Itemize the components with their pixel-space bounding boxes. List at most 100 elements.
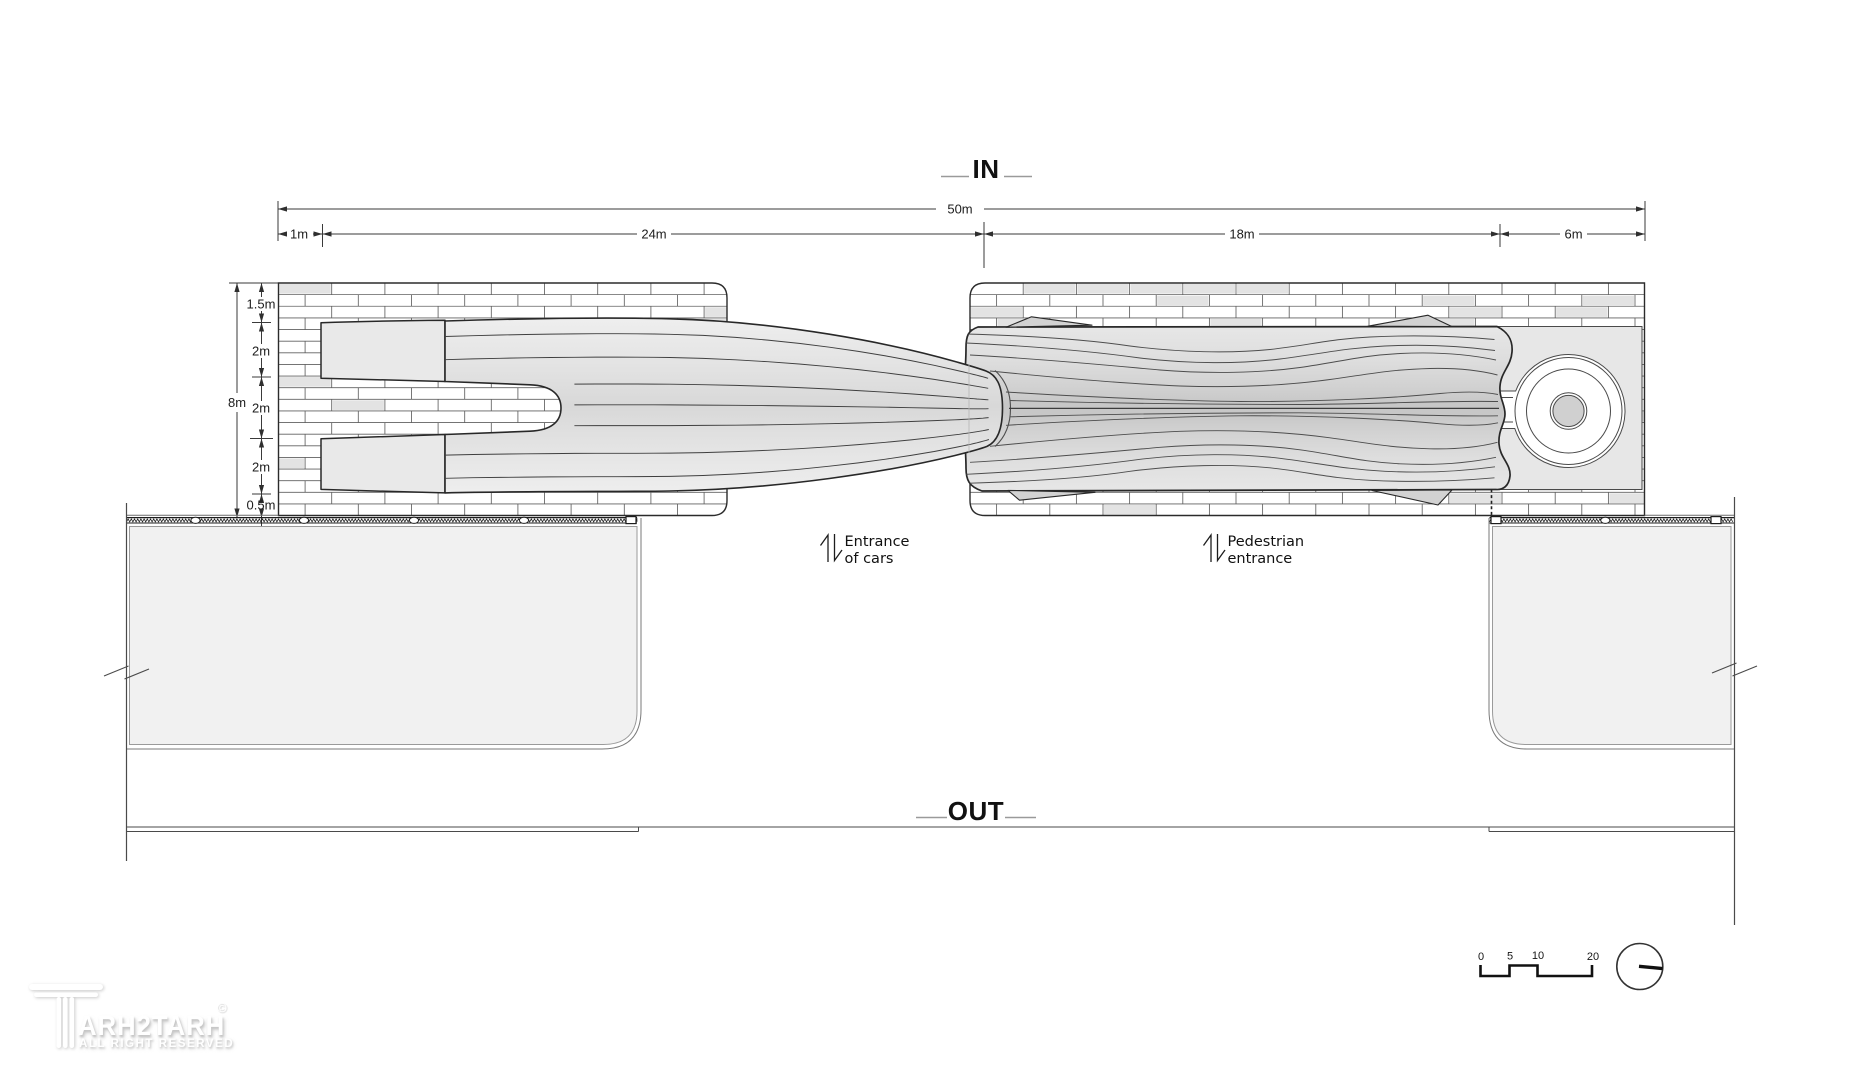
- canopy-corner-flaps: [1005, 314, 1453, 506]
- grain-line: [965, 464, 1495, 484]
- gray-brick: [1157, 295, 1209, 306]
- pedestrian-entrance-annotation: Pedestrian entrance: [1202, 532, 1305, 567]
- fence-serration: [1489, 518, 1734, 523]
- logo-shaft-bar: [63, 997, 68, 1048]
- scale-tick-5: 5: [1507, 951, 1513, 963]
- road-lines: [125, 497, 1736, 925]
- in-label: IN: [973, 154, 1000, 184]
- scale-tick-10: 10: [1532, 950, 1544, 962]
- gray-brick: [226, 284, 277, 294]
- gray-brick: [918, 307, 969, 317]
- right-parcel-outer-wall: [1488, 518, 1735, 750]
- fence-serration: [126, 517, 638, 523]
- scale-tick-0: 0: [1478, 951, 1484, 963]
- gray-brick: [971, 307, 1023, 317]
- right-parcel: [1488, 518, 1735, 750]
- grain-line: [969, 352, 1497, 373]
- tapered-canopy: [320, 317, 1004, 494]
- gray-brick: [1423, 295, 1475, 306]
- blade-plank-line: [444, 429, 989, 456]
- gray-brick: [1636, 411, 1645, 422]
- right-inner-panel: [1495, 326, 1643, 491]
- break-symbol-left: [103, 665, 150, 680]
- fence-gate-marker: [625, 515, 637, 525]
- blade-plank-line: [444, 356, 989, 389]
- right-parcel-area: [1492, 526, 1732, 745]
- logo-shaft-bar: [69, 997, 75, 1048]
- flap-bottom-right: [1371, 489, 1453, 506]
- blade-plank-line: [574, 383, 989, 401]
- organic-canopy: [962, 314, 1513, 506]
- dim-label-1m: 1m: [290, 227, 308, 242]
- gray-brick: [1130, 284, 1182, 294]
- grain-line: [965, 454, 1496, 475]
- fence-post-marker: [518, 516, 530, 524]
- blade-plank-lines: [444, 333, 990, 479]
- grain-line: [1005, 391, 1499, 403]
- column-logo-icon: [29, 984, 103, 1048]
- dim-label-24m: 24m: [641, 227, 666, 242]
- dimension-arrowheads: [278, 206, 1645, 237]
- gray-brick: [1024, 284, 1076, 294]
- dim-label-2m-a: 2m: [252, 344, 270, 359]
- dim-label-1-5m: 1.5m: [247, 297, 276, 312]
- car-entrance-annotation: Entrance of cars: [819, 532, 910, 567]
- pedestrian-entrance-label-line2: entrance: [1228, 551, 1293, 567]
- right-block-outline: [969, 282, 1646, 517]
- dim-label-8m: 8m: [228, 395, 246, 410]
- grain-line: [1009, 412, 1499, 418]
- break-symbol-right: [1711, 662, 1758, 677]
- left-parcel-outer-wall: [126, 518, 642, 750]
- gray-brick: [1210, 318, 1262, 329]
- grain-line: [965, 333, 1495, 353]
- two-way-arrow-icon: [1202, 532, 1226, 563]
- left-fence: [126, 515, 638, 525]
- car-entrance-label-line2: of cars: [845, 551, 894, 567]
- fence-post-marker: [298, 516, 310, 524]
- dim-label-0-5m: 0.5m: [247, 498, 276, 513]
- line-break-symbols: [103, 662, 1758, 680]
- flap-bottom-left: [1007, 489, 1096, 501]
- blade-plank-line: [574, 404, 989, 410]
- car-entrance-label-line1: Entrance: [845, 534, 910, 550]
- gate-flow-labels: IN OUT: [916, 154, 1036, 826]
- gray-brick: [1582, 295, 1634, 306]
- grain-line: [969, 444, 1497, 465]
- gray-brick: [279, 377, 331, 387]
- blade-plank-line: [574, 417, 989, 427]
- gray-brick: [705, 307, 727, 317]
- grain-line: [1005, 415, 1499, 426]
- circle-ring-middle: [1526, 368, 1611, 454]
- grain-line: [989, 430, 1498, 450]
- lower-prong: [320, 433, 446, 494]
- blade-plank-line: [444, 439, 990, 479]
- pedestrian-entrance-label-line1: Pedestrian: [1228, 534, 1305, 550]
- watermark: ARH2TARH © ALL RIGHT RESERVED: [28, 982, 288, 1062]
- circle-ring-outer: [1514, 357, 1623, 465]
- gray-brick: [1237, 284, 1289, 294]
- dimension-arrowheads: [234, 283, 265, 518]
- flap-top-left: [1005, 316, 1093, 328]
- upper-prong: [320, 319, 446, 383]
- gray-brick: [279, 284, 331, 294]
- north-needle: [1638, 964, 1663, 971]
- wood-grain-lines: [965, 333, 1499, 484]
- fence-post-marker: [1600, 516, 1611, 524]
- left-block-outline: [277, 282, 728, 517]
- north-indicator: [1616, 942, 1664, 991]
- fence-post-marker: [190, 516, 201, 524]
- gray-brick: [1423, 318, 1475, 329]
- logo-shaft-bar: [56, 997, 62, 1048]
- dim-label-2m-c: 2m: [252, 460, 270, 475]
- circle-core: [1552, 394, 1585, 428]
- scale-bar: 0 5 10 20: [1478, 950, 1599, 978]
- horizontal-dimension-lines: [277, 201, 1646, 268]
- gray-brick: [1077, 284, 1129, 294]
- grain-line: [1009, 400, 1499, 405]
- fence-gate-marker: [1710, 515, 1722, 525]
- dim-label-18m: 18m: [1229, 227, 1254, 242]
- blade-plank-line: [444, 333, 989, 379]
- scale-tick-20: 20: [1587, 951, 1599, 963]
- gray-brick: [1556, 307, 1608, 317]
